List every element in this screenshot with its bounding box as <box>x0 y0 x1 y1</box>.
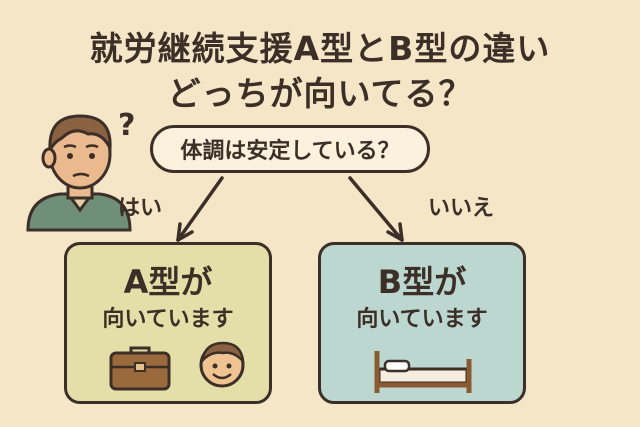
branch-label-yes: はい <box>118 196 163 221</box>
type-a-subtitle: 向いています <box>102 307 234 332</box>
arrow-no <box>348 176 404 242</box>
type-b-result-box: B型が 向いています <box>318 242 526 404</box>
type-a-title: A型が <box>123 263 213 301</box>
question-mark-icon: ? <box>118 108 136 143</box>
smiling-face-icon <box>199 341 245 388</box>
bed-icon <box>374 351 472 393</box>
title-line-1: 就労継続支援A型とB型の違い <box>89 29 551 68</box>
type-b-subtitle: 向いています <box>356 307 488 332</box>
branch-label-no: いいえ <box>428 196 495 221</box>
question-text: 体調は安定している？ <box>180 139 400 164</box>
type-b-title: B型が <box>377 263 467 301</box>
question-bubble: 体調は安定している？ <box>150 125 430 173</box>
title-line-2: どっちが向いてる？ <box>167 74 473 113</box>
briefcase-icon <box>109 346 171 391</box>
arrow-yes <box>176 176 224 242</box>
type-a-result-box: A型が 向いています <box>64 242 272 404</box>
thinking-person-illustration <box>26 114 132 232</box>
